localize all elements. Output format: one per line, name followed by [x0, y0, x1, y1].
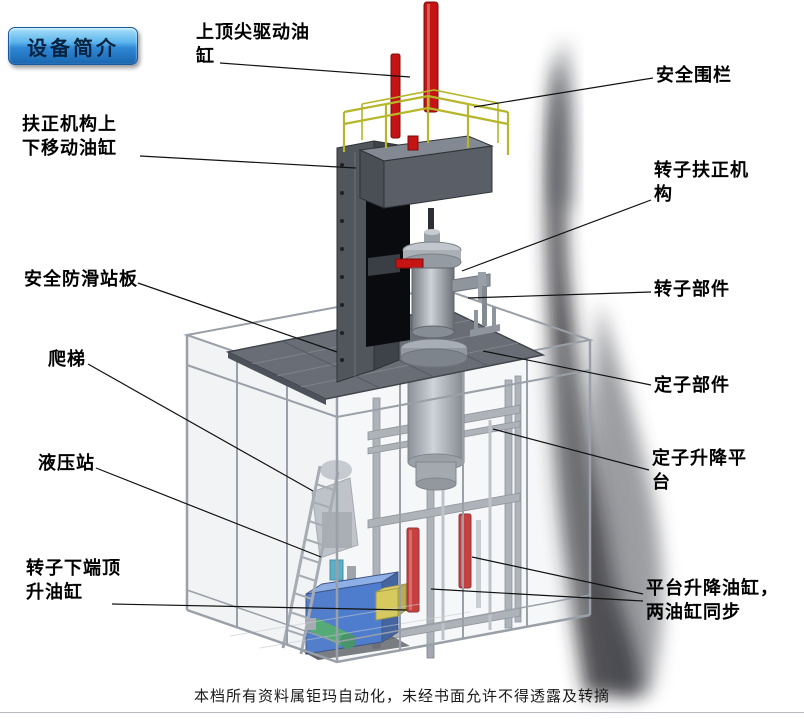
- top-cylinder-main: [423, 1, 439, 113]
- leader-hydraulic: [95, 467, 322, 558]
- stator-cylinder: [407, 361, 465, 491]
- label-platform-cylinders: 平台升降油缸， 两油缸同步: [646, 578, 779, 623]
- label-hydraulic-station: 液压站: [38, 453, 95, 473]
- equipment-intro-badge: 设备简介: [8, 27, 138, 65]
- leader-rotor-jack: [111, 603, 408, 611]
- leader-lines: [87, 62, 654, 611]
- machine-interior: [229, 361, 522, 660]
- leader-antislip: [137, 282, 338, 353]
- ladder-3d: [281, 465, 340, 655]
- leader-top-cylinder: [219, 62, 411, 78]
- label-top-cylinder: 上顶尖驱动油 缸: [196, 22, 310, 67]
- platform-cylinder-left: [406, 527, 420, 613]
- top-cylinder-rod: [390, 53, 401, 139]
- leader-stator-platform: [492, 428, 650, 471]
- label-antislip-board: 安全防滑站板: [24, 269, 138, 289]
- hydraulic-unit: [300, 571, 410, 660]
- label-rotor-centering: 转子扶正机 构: [654, 160, 749, 205]
- label-rotor-part: 转子部件: [654, 279, 730, 299]
- safety-railing: [342, 89, 510, 155]
- column-bolts: [340, 163, 344, 362]
- rotor-clamp-red: [395, 258, 424, 269]
- top-drive-cylinders: [390, 1, 439, 151]
- bottom-divider: [0, 712, 804, 713]
- leader-platform-cyl-b: [430, 588, 644, 602]
- deck-bracket: [470, 307, 500, 337]
- label-ladder: 爬梯: [48, 349, 86, 369]
- label-stator-platform: 定子升降平 台: [652, 448, 747, 493]
- rotor-assembly: [368, 208, 491, 368]
- background-shadow: [545, 40, 663, 695]
- leader-ladder: [87, 363, 314, 492]
- leader-centering-cylinder: [139, 155, 357, 169]
- leader-rotor-centering: [461, 199, 652, 272]
- leader-safety-fence: [473, 77, 654, 108]
- leader-rotor-part: [467, 291, 652, 299]
- label-rotor-jack-cylinder: 转子下端顶 升油缸: [26, 558, 121, 603]
- leader-stator-part: [482, 350, 652, 386]
- leader-platform-cyl-a: [471, 556, 644, 595]
- label-stator-part: 定子部件: [654, 375, 730, 395]
- label-centering-cylinder: 扶正机构上 下移动油缸: [22, 114, 117, 159]
- enclosure-cage: [183, 286, 594, 664]
- copyright-footer: 本档所有资料属钜玛自动化，未经书面允许不得透露及转摘: [193, 688, 610, 705]
- centering-arm: [368, 254, 400, 276]
- head-assembly: [358, 135, 494, 209]
- label-safety-fence: 安全围栏: [656, 65, 732, 85]
